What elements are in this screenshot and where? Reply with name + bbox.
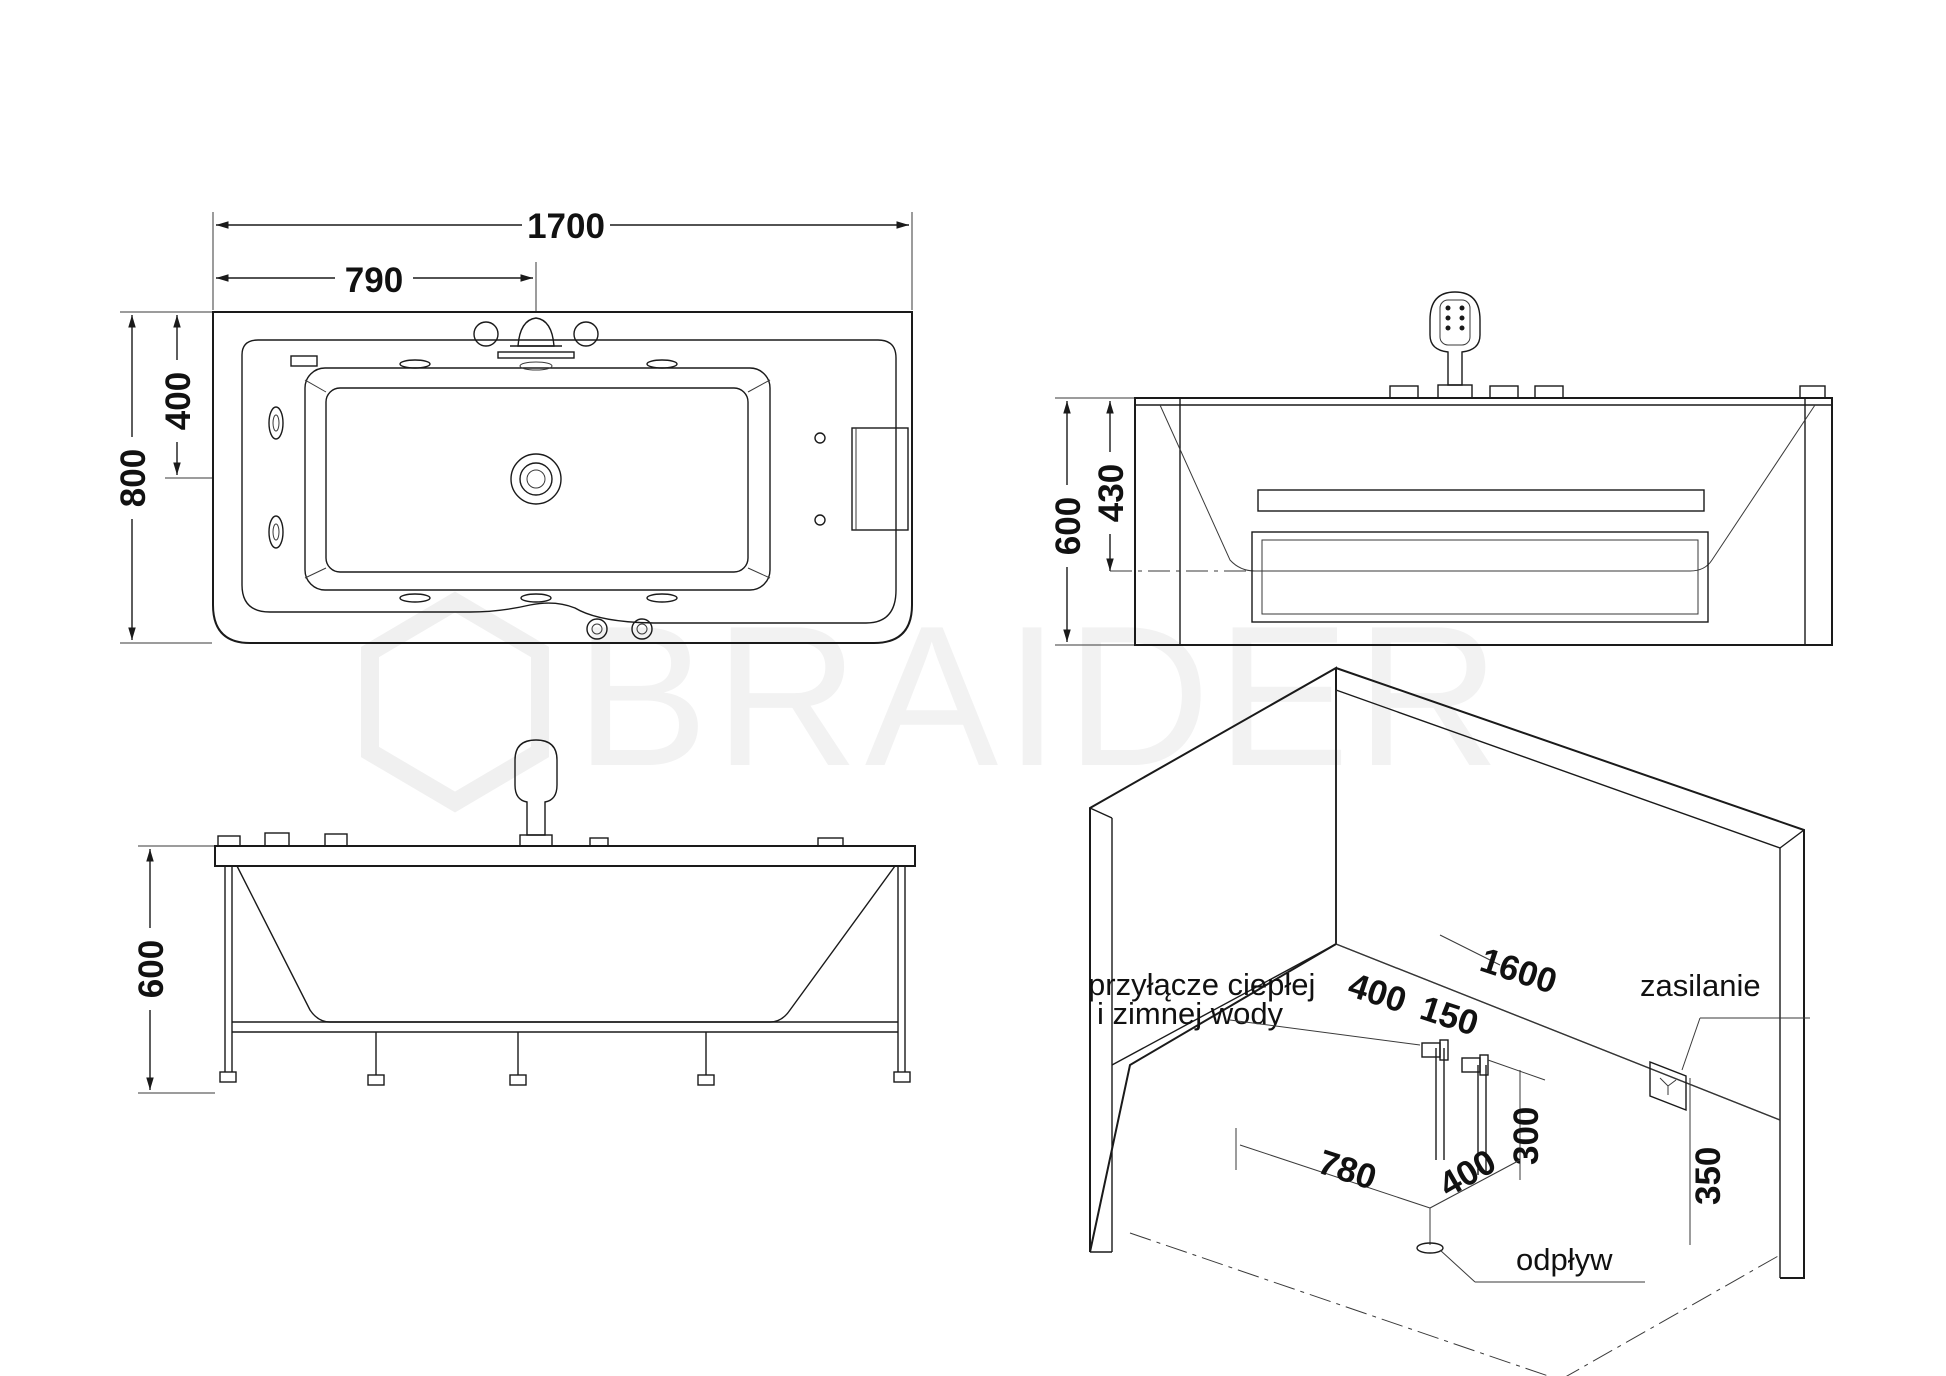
label-drain: odpływ <box>1516 1242 1613 1277</box>
control-panel-icon <box>290 355 318 367</box>
dim-water-spacing-150: 150 <box>1416 989 1484 1044</box>
watermark-text: BRAIDER <box>575 585 1506 808</box>
dim-drain-depth-400: 400 <box>1433 1142 1503 1205</box>
overflow-knob-icon <box>631 618 653 640</box>
jet-icon <box>646 359 678 369</box>
dim-depth-800: 800 <box>114 449 153 507</box>
drain-outlet-icon <box>1416 1242 1444 1254</box>
basin-outer <box>304 367 771 591</box>
fitting-icon <box>1489 385 1519 399</box>
fitting-icon <box>589 837 609 847</box>
drain-icon <box>510 453 562 505</box>
fitting-icon <box>217 835 241 847</box>
fitting-icon <box>1799 385 1826 399</box>
tub-outline <box>212 311 913 644</box>
hand-shower-front-icon <box>514 739 558 836</box>
fitting-icon <box>1389 385 1419 399</box>
tub-rim <box>241 339 897 624</box>
watermark-logo-icon <box>361 591 549 813</box>
tub-front-rim <box>214 845 916 867</box>
dim-front-height-600: 600 <box>132 940 171 998</box>
dim-wall-length-1600: 1600 <box>1476 941 1562 1002</box>
dim-water-offset-400: 400 <box>1344 966 1412 1021</box>
tub-legs <box>219 1032 911 1086</box>
jet-icon <box>399 593 431 603</box>
label-water-connection-line1: przyłącze ciepłej <box>1088 967 1315 1002</box>
tap-knob-right-icon <box>573 321 599 347</box>
fitting-icon <box>1534 385 1564 399</box>
dim-length-1700: 1700 <box>527 207 605 246</box>
front-view: 600 <box>130 739 916 1094</box>
dim-height-600: 600 <box>1049 497 1088 555</box>
headrest <box>851 427 909 531</box>
label-power: zasilanie <box>1640 968 1761 1003</box>
faucet-icon <box>517 317 555 347</box>
power-socket-icon <box>1649 1060 1687 1112</box>
water-connection-icon <box>1421 1039 1546 1180</box>
hand-shower-icon <box>1429 291 1481 386</box>
side-trim-bar <box>1257 489 1705 512</box>
fitting-icon <box>264 832 290 847</box>
tub-side-body <box>1134 397 1833 646</box>
tub-front-basin <box>236 865 896 1023</box>
tap-knob-left-icon <box>473 321 499 347</box>
dim-power-height-350: 350 <box>1689 1147 1728 1205</box>
jet-icon <box>814 432 826 444</box>
jet-icon <box>268 406 284 440</box>
dim-tap-790: 790 <box>345 261 403 300</box>
jet-icon <box>268 515 284 549</box>
fitting-icon <box>817 837 844 847</box>
side-panel <box>1251 531 1709 623</box>
label-water-connection-line2: i zimnej wody <box>1097 996 1284 1031</box>
dim-drain-offset-780: 780 <box>1314 1143 1382 1198</box>
jet-icon <box>399 359 431 369</box>
side-view: 600 430 <box>1047 291 1833 646</box>
dim-water-height-300: 300 <box>1507 1107 1546 1165</box>
dim-inner-height-430: 430 <box>1092 464 1131 522</box>
jet-icon <box>814 514 826 526</box>
fitting-icon <box>324 833 348 847</box>
dim-half-depth-400: 400 <box>159 372 198 430</box>
basin-inner <box>325 387 749 573</box>
jet-icon <box>520 593 552 603</box>
installation-view: 1600 400 150 300 przyłącze ciepłej i zim… <box>1088 666 1810 1376</box>
wall-right <box>1335 667 1805 1279</box>
jet-icon <box>646 593 678 603</box>
overflow-knob-icon <box>586 618 608 640</box>
top-view: 1700 790 800 400 <box>112 205 913 644</box>
